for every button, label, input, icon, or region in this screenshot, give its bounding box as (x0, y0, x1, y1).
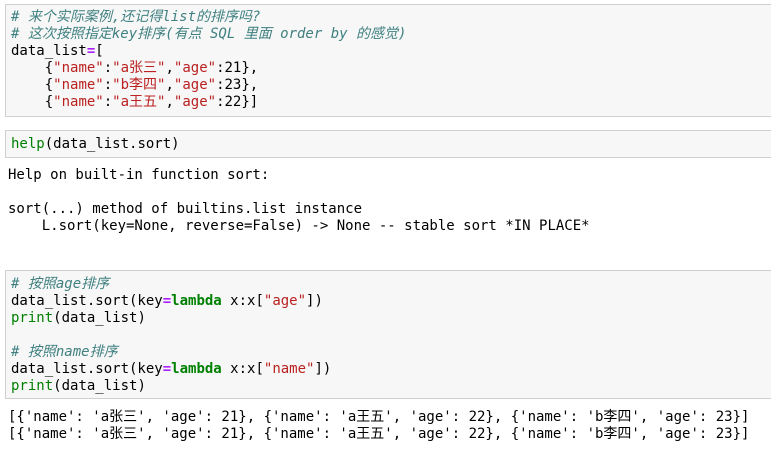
dict-key: "name" (53, 60, 104, 76)
dict-key: "name" (53, 77, 104, 93)
dict-key: "name" (53, 94, 104, 110)
output-cell-3: [{'name': 'a张三', 'age': 21}, {'name': 'a… (8, 409, 749, 443)
code-cell-3-source: # 按照age排序 data_list.sort(key=lambda x:x[… (6, 271, 771, 395)
variable-name: data_list (11, 43, 87, 59)
key-string: "name" (263, 361, 315, 377)
print-argument: (data_list) (53, 378, 146, 394)
dict-key: "age" (173, 60, 217, 76)
dict-value: "a王五" (112, 94, 166, 110)
help-function: help (11, 136, 45, 152)
code-cell-3[interactable]: # 按照age排序 data_list.sort(key=lambda x:x[… (5, 270, 771, 399)
output-line: L.sort(key=None, reverse=False) -> None … (8, 218, 590, 234)
equals-operator: = (162, 361, 172, 377)
code-cell-2-source: help(data_list.sort) (11, 136, 180, 152)
output-line: sort(...) method of builtins.list instan… (8, 201, 363, 217)
lambda-body: x:x[ (221, 293, 264, 309)
comment-line: # 这次按照指定key排序(有点 SQL 里面 order by 的感觉) (11, 26, 407, 42)
row-tail: }, (241, 60, 259, 76)
comment-line: # 按照age排序 (11, 276, 110, 292)
comment-line: # 来个实际案例,还记得list的排序吗? (11, 9, 261, 25)
dict-key: "age" (173, 77, 217, 93)
code-cell-2[interactable]: help(data_list.sort) (5, 130, 771, 158)
close-paren: ]) (306, 293, 323, 309)
lambda-keyword: lambda (171, 361, 222, 377)
dict-number: 22 (224, 94, 242, 110)
output-line: [{'name': 'a张三', 'age': 21}, {'name': 'a… (8, 409, 750, 425)
print-argument: (data_list) (53, 310, 146, 326)
print-function: print (11, 378, 54, 394)
equals-operator: = (162, 293, 172, 309)
close-paren: ]) (314, 361, 332, 377)
dict-number: 23 (224, 77, 242, 93)
lambda-body: x:x[ (221, 361, 264, 377)
comment-line: # 按照name排序 (11, 344, 118, 360)
key-string: "age" (263, 293, 307, 309)
output-cell-2: Help on built-in function sort: sort(...… (8, 167, 590, 235)
sort-call: data_list.sort(key (11, 293, 163, 309)
output-line: [{'name': 'a张三', 'age': 21}, {'name': 'a… (8, 426, 750, 442)
open-bracket: [ (95, 43, 104, 59)
dict-number: 21 (224, 60, 242, 76)
row-tail: }] (241, 94, 259, 110)
sort-call: data_list.sort(key (11, 361, 163, 377)
output-line: Help on built-in function sort: (8, 167, 270, 183)
dict-key: "age" (173, 94, 217, 110)
dict-value: "a张三" (112, 60, 166, 76)
code-cell-1-source: # 来个实际案例,还记得list的排序吗? # 这次按照指定key排序(有点 S… (11, 9, 407, 110)
help-argument: data_list.sort (53, 136, 172, 152)
row-tail: }, (241, 77, 259, 93)
code-cell-1[interactable]: # 来个实际案例,还记得list的排序吗? # 这次按照指定key排序(有点 S… (5, 4, 771, 117)
lambda-keyword: lambda (171, 293, 222, 309)
dict-value: "b李四" (112, 77, 166, 93)
assign-operator: = (86, 43, 96, 59)
print-function: print (11, 310, 54, 326)
